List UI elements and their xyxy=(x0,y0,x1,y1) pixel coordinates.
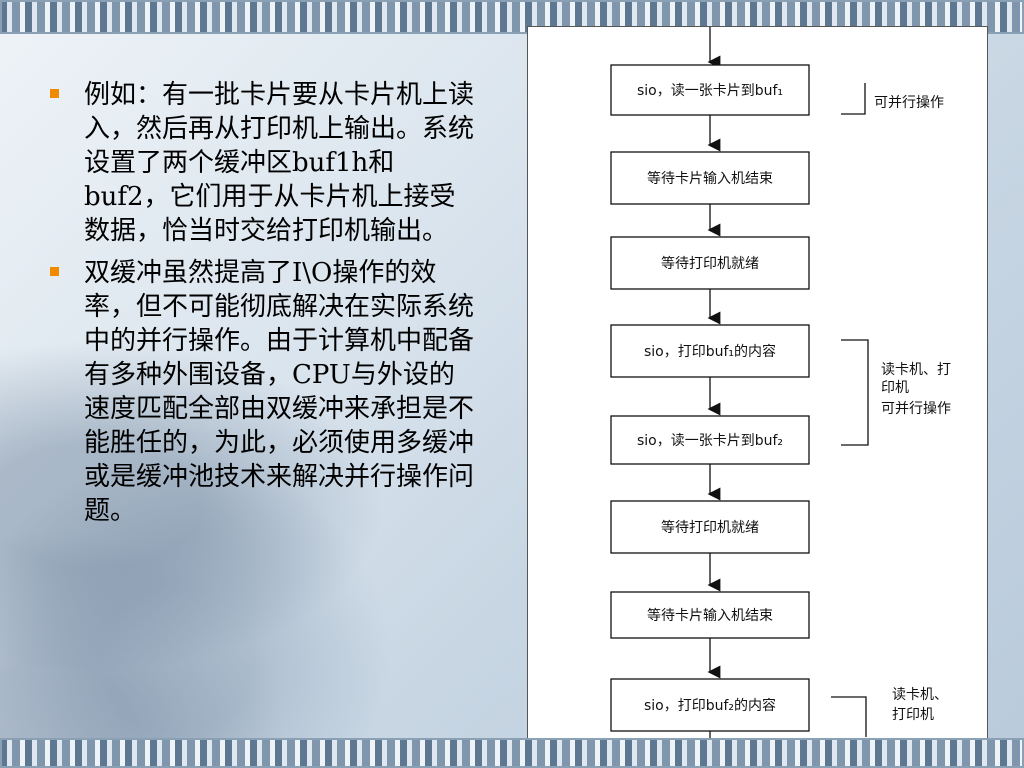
note-text: 印机 xyxy=(881,380,909,396)
flow-step-6: 等待打印机就绪 xyxy=(610,500,810,554)
flow-step-1: sio，读一张卡片到buf₁ xyxy=(610,64,810,116)
bullet-item: 例如：有一批卡片要从卡片机上读入，然后再从打印机上输出。系统设置了两个缓冲区bu… xyxy=(44,78,474,248)
bullet-text: 双缓冲虽然提高了I\O操作的效率，但不可能彻底解决在实际系统中的并行操作。由于计… xyxy=(84,258,475,526)
flow-step-4: sio，打印buf₁的内容 xyxy=(610,324,810,378)
flow-step-3: 等待打印机就绪 xyxy=(610,236,810,290)
note-text: 读卡机、打 xyxy=(881,361,951,378)
note-text: 可并行操作 xyxy=(874,95,944,111)
flow-step-label: 等待卡片输入机结束 xyxy=(647,170,773,187)
flowchart-panel: sio，读一张卡片到buf₁ 等待卡片输入机结束 等待打印机就绪 sio，打印b… xyxy=(527,26,988,768)
bullet-text: 例如：有一批卡片要从卡片机上读入，然后再从打印机上输出。系统设置了两个缓冲区bu… xyxy=(84,80,475,246)
flow-step-2: 等待卡片输入机结束 xyxy=(610,151,810,205)
note-bracket-1: 可并行操作 xyxy=(841,83,944,115)
flow-step-label: sio，打印buf₂的内容 xyxy=(644,697,776,714)
flow-step-8: sio，打印buf₂的内容 xyxy=(610,678,810,732)
flow-step-label: 等待卡片输入机结束 xyxy=(647,607,773,624)
flow-step-label: sio，打印buf₁的内容 xyxy=(644,343,776,360)
flow-step-7: 等待卡片输入机结束 xyxy=(610,591,810,639)
flow-step-label: 等待打印机就绪 xyxy=(661,519,759,536)
note-text: 读卡机、 xyxy=(892,686,948,703)
bullet-list: 例如：有一批卡片要从卡片机上读入，然后再从打印机上输出。系统设置了两个缓冲区bu… xyxy=(44,78,474,536)
note-text: 可并行操作 xyxy=(881,401,951,417)
flow-step-label: sio，读一张卡片到buf₂ xyxy=(637,432,783,449)
flow-step-label: sio，读一张卡片到buf₁ xyxy=(637,82,783,99)
note-text: 打印机 xyxy=(892,706,934,723)
flow-step-label: 等待打印机就绪 xyxy=(661,255,759,272)
bullet-square-icon xyxy=(50,267,59,276)
bullet-item: 双缓冲虽然提高了I\O操作的效率，但不可能彻底解决在实际系统中的并行操作。由于计… xyxy=(44,256,474,528)
flow-step-5: sio，读一张卡片到buf₂ xyxy=(610,415,810,465)
flowchart: sio，读一张卡片到buf₁ 等待卡片输入机结束 等待打印机就绪 sio，打印b… xyxy=(610,27,951,767)
bottom-decorative-band xyxy=(0,738,1024,768)
note-bracket-2: 读卡机、打 印机 可并行操作 xyxy=(841,339,951,446)
note-bracket-3: 读卡机、 打印机 xyxy=(831,686,948,737)
bullet-square-icon xyxy=(50,89,59,98)
